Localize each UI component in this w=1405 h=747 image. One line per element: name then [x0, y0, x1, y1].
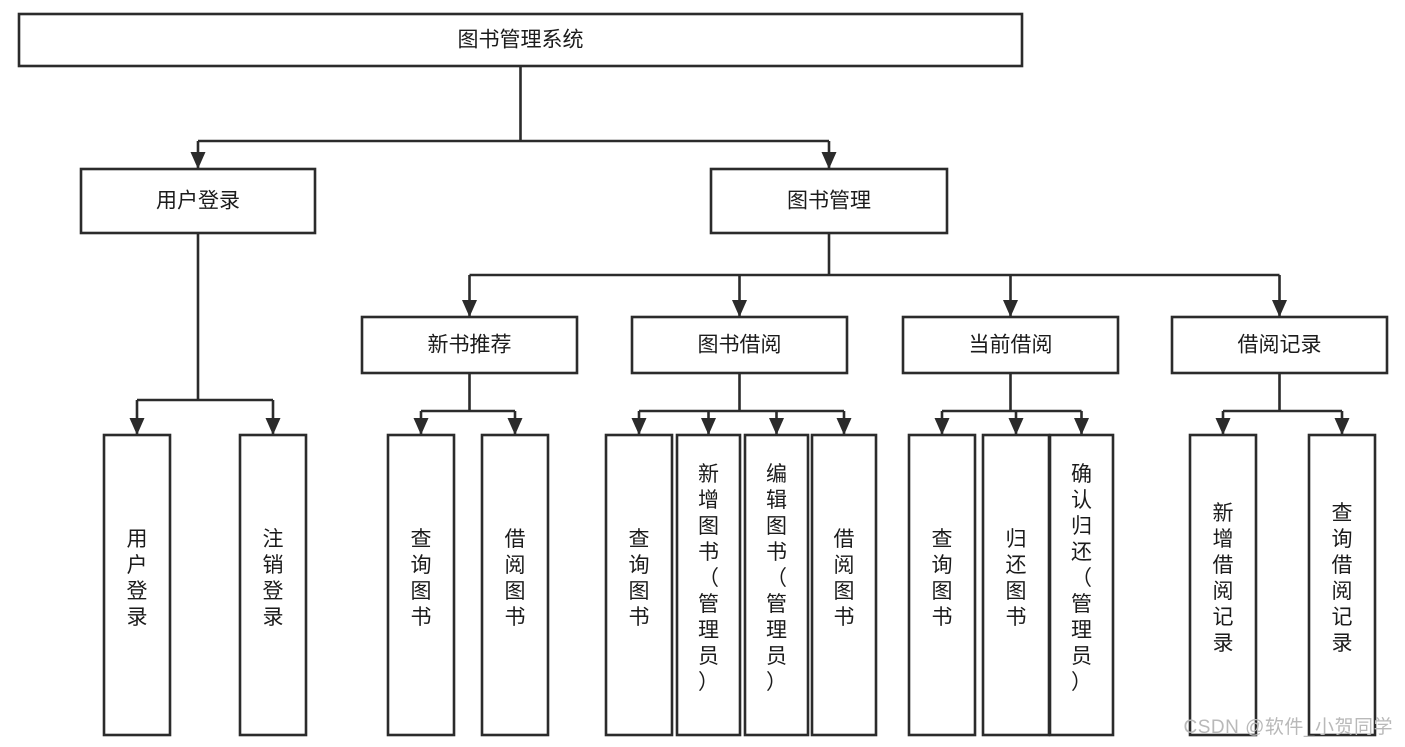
node-box[interactable]	[604, 433, 674, 737]
node-box[interactable]	[810, 433, 878, 737]
node-box[interactable]	[480, 433, 550, 737]
node-box[interactable]	[1170, 315, 1389, 375]
node-leaf-查询借阅记录-12[interactable]: 查询借阅记录	[1307, 433, 1377, 737]
node-leaf-确认归还管理员-10[interactable]: 确认归还（管理员）	[1048, 433, 1115, 737]
node-label: 图书借阅	[698, 334, 782, 357]
node-box[interactable]	[1307, 433, 1377, 737]
nodes-layer: 图书管理系统用户登录图书管理新书推荐图书借阅当前借阅借阅记录用户登录注销登录查询…	[17, 12, 1389, 737]
node-box[interactable]	[675, 433, 742, 737]
node-leaf-注销登录-1[interactable]: 注销登录	[238, 433, 308, 737]
node-leaf-查询图书-4[interactable]: 查询图书	[604, 433, 674, 737]
node-label: 借阅图书	[834, 528, 855, 629]
node-box[interactable]	[102, 433, 172, 737]
node-box[interactable]	[79, 167, 317, 235]
node-label: 新增图书（管理员）	[698, 463, 719, 694]
node-label: 注销登录	[263, 528, 284, 629]
node-label: 确认归还（管理员）	[1071, 463, 1092, 694]
node-label: 借阅图书	[505, 528, 526, 629]
arrowhead-l3-3-0	[1215, 418, 1231, 435]
node-box[interactable]	[360, 315, 579, 375]
arrowhead-book-mgmt-1	[732, 300, 747, 317]
arrowhead-root-0	[190, 152, 206, 169]
node-l3-图书借阅-1[interactable]: 图书借阅	[630, 315, 849, 375]
node-leaf-借阅图书-3[interactable]: 借阅图书	[480, 433, 550, 737]
node-leaf-查询图书-2[interactable]: 查询图书	[386, 433, 456, 737]
arrowhead-l3-3-1	[1334, 418, 1350, 435]
node-l3-当前借阅-2[interactable]: 当前借阅	[901, 315, 1120, 375]
node-label: 归还图书	[1006, 528, 1027, 629]
node-label: 编辑图书（管理员）	[766, 463, 787, 694]
node-label: 用户登录	[156, 190, 240, 213]
connectors-layer	[129, 66, 1350, 435]
node-leaf-归还图书-9[interactable]: 归还图书	[981, 433, 1051, 737]
node-l3-借阅记录-3[interactable]: 借阅记录	[1170, 315, 1389, 375]
node-box[interactable]	[901, 315, 1120, 375]
node-leaf-编辑图书管理员-6[interactable]: 编辑图书（管理员）	[743, 433, 810, 737]
node-label: 新增借阅记录	[1213, 502, 1234, 655]
arrowhead-user-login-1	[265, 418, 281, 435]
node-label: 当前借阅	[969, 334, 1053, 357]
arrowhead-l3-0-0	[413, 418, 429, 435]
node-box[interactable]	[1048, 433, 1115, 737]
node-label: 用户登录	[127, 528, 148, 629]
node-l2-图书管理-1[interactable]: 图书管理	[709, 167, 949, 235]
node-label: 查询借阅记录	[1332, 502, 1353, 655]
node-box[interactable]	[907, 433, 977, 737]
arrowhead-l3-2-0	[934, 418, 950, 435]
node-leaf-借阅图书-7[interactable]: 借阅图书	[810, 433, 878, 737]
node-label: 新书推荐	[428, 334, 512, 357]
node-leaf-新增图书管理员-5[interactable]: 新增图书（管理员）	[675, 433, 742, 737]
node-box[interactable]	[630, 315, 849, 375]
arrowhead-l3-2-1	[1008, 418, 1024, 435]
node-box[interactable]	[386, 433, 456, 737]
node-label: 查询图书	[932, 528, 953, 629]
arrowhead-l3-1-2	[769, 418, 784, 435]
node-box[interactable]	[743, 433, 810, 737]
node-leaf-用户登录-0[interactable]: 用户登录	[102, 433, 172, 737]
arrowhead-book-mgmt-3	[1272, 300, 1287, 317]
node-leaf-查询图书-8[interactable]: 查询图书	[907, 433, 977, 737]
arrowhead-l3-1-1	[701, 418, 716, 435]
arrowhead-l3-1-0	[631, 418, 647, 435]
arrowhead-root-1	[821, 152, 837, 169]
node-root-图书管理系统-0[interactable]: 图书管理系统	[17, 12, 1024, 68]
node-label: 图书管理系统	[458, 29, 584, 52]
arrowhead-user-login-0	[129, 418, 145, 435]
node-label: 查询图书	[629, 528, 650, 629]
node-box[interactable]	[709, 167, 949, 235]
node-box[interactable]	[1188, 433, 1258, 737]
node-l3-新书推荐-0[interactable]: 新书推荐	[360, 315, 579, 375]
arrowhead-l3-1-3	[836, 418, 852, 435]
node-label: 借阅记录	[1238, 334, 1322, 357]
arrowhead-l3-0-1	[507, 418, 523, 435]
node-label: 查询图书	[411, 528, 432, 629]
node-leaf-新增借阅记录-11[interactable]: 新增借阅记录	[1188, 433, 1258, 737]
arrowhead-book-mgmt-0	[462, 300, 477, 317]
arrowhead-book-mgmt-2	[1003, 300, 1018, 317]
node-label: 图书管理	[787, 190, 871, 213]
node-box[interactable]	[238, 433, 308, 737]
node-l2-用户登录-0[interactable]: 用户登录	[79, 167, 317, 235]
arrowhead-l3-2-2	[1074, 418, 1089, 435]
node-box[interactable]	[17, 12, 1024, 68]
